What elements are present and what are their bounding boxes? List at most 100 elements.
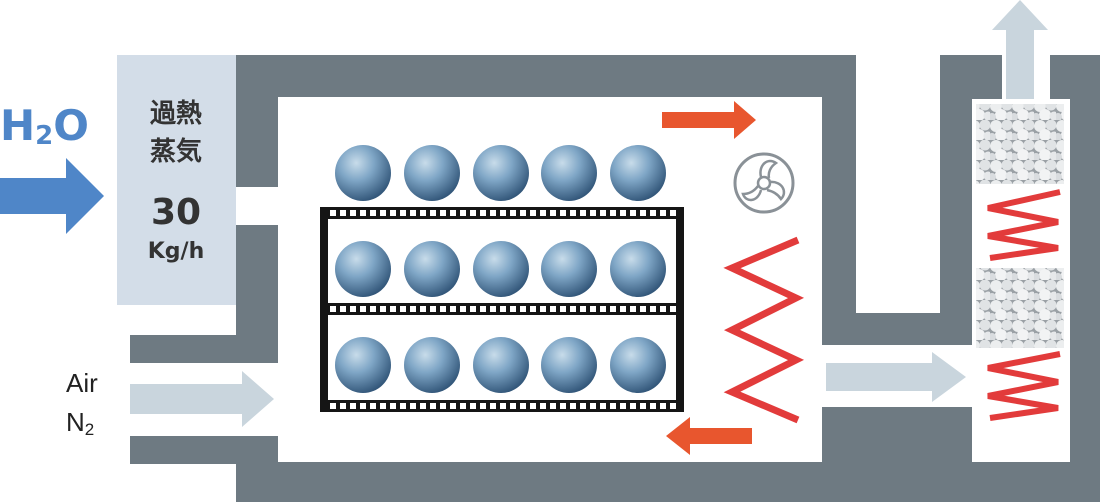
- tray-rail-slot: [440, 403, 446, 409]
- tray-rail-slot: [340, 210, 346, 216]
- tray-rail-slot: [350, 306, 356, 312]
- tray-rail-slot: [520, 210, 526, 216]
- workpiece-ball: [404, 145, 460, 201]
- tray-rail-slot: [440, 306, 446, 312]
- tray-rail-slot: [570, 210, 576, 216]
- tray-rail-slot: [550, 306, 556, 312]
- tray-rail-slot: [600, 210, 606, 216]
- tray-rail-slot: [530, 210, 536, 216]
- tray-rail-slot: [660, 306, 666, 312]
- workpiece-ball: [335, 337, 391, 393]
- tray-rail-slot: [510, 210, 516, 216]
- tray-rail-slot: [590, 403, 596, 409]
- tray-rail-slot: [600, 306, 606, 312]
- workpiece-ball: [541, 145, 597, 201]
- tray-rail-slot: [390, 306, 396, 312]
- tray-rail-slot: [470, 210, 476, 216]
- water-inlet-arrow: [0, 158, 104, 234]
- tray-rail-slot: [580, 306, 586, 312]
- tray-rail-slot: [460, 306, 466, 312]
- tray-rail-slot: [610, 306, 616, 312]
- chamber-walls: [130, 55, 1100, 502]
- workpiece-ball: [404, 241, 460, 297]
- tray-rail-slot: [400, 210, 406, 216]
- tray-rail-slot: [440, 210, 446, 216]
- tray-rail-slot: [480, 306, 486, 312]
- tray-rail-slot: [620, 306, 626, 312]
- tray-rail-slot: [400, 403, 406, 409]
- tray-rail-slot: [560, 403, 566, 409]
- tray-rail-slot: [620, 403, 626, 409]
- column-heater-lower: [987, 351, 1061, 421]
- tray-rail-slot: [590, 210, 596, 216]
- workpiece-ball: [473, 145, 529, 201]
- tray-rail-slot: [670, 306, 676, 312]
- tray-rail-slot: [450, 306, 456, 312]
- tray-rail-slot: [330, 210, 336, 216]
- steam-label-line2: 蒸気: [150, 136, 202, 167]
- tray-rail-slot: [530, 306, 536, 312]
- tray-rail-slot: [490, 403, 496, 409]
- pellet-bed-upper: [976, 104, 1064, 184]
- main-chamber-left-wall-upper: [236, 55, 278, 187]
- tray-rail-slot: [390, 210, 396, 216]
- tray-rail-slot: [540, 306, 546, 312]
- tray-rail-slot: [420, 403, 426, 409]
- circulation-arrow-left: [666, 417, 752, 455]
- tray-rail-slot: [520, 306, 526, 312]
- workpiece-ball: [404, 337, 460, 393]
- tray-rail-slot: [570, 403, 576, 409]
- gas-duct-top-wall: [130, 335, 278, 363]
- workpiece-ball: [473, 241, 529, 297]
- gas-inlet-arrow: [130, 371, 274, 427]
- workpiece-ball: [610, 145, 666, 201]
- tray-rail-slot: [430, 210, 436, 216]
- tray-rail-slot: [580, 210, 586, 216]
- tray-rail-slot: [460, 403, 466, 409]
- water-label: H2O: [0, 101, 89, 151]
- tray-rail-slot: [380, 403, 386, 409]
- tray-rail-slot: [450, 403, 456, 409]
- workpiece-ball: [473, 337, 529, 393]
- pellet-bed-lower: [976, 268, 1064, 348]
- gas-label-air: Air: [66, 368, 98, 398]
- tray-rail-slot: [350, 403, 356, 409]
- tray-rail-slot: [550, 403, 556, 409]
- steam-rate-value: 30: [151, 192, 201, 233]
- tray-rail-slot: [370, 210, 376, 216]
- tray-rail-slot: [610, 210, 616, 216]
- tray-rail-slot: [420, 210, 426, 216]
- tray-rail-slot: [470, 403, 476, 409]
- tray-rail-slot: [540, 403, 546, 409]
- tray-rail-slot: [360, 210, 366, 216]
- tray-rail-slot: [640, 210, 646, 216]
- workpiece-ball: [335, 241, 391, 297]
- tray-rail-slot: [670, 403, 676, 409]
- tray-rail-slot: [650, 403, 656, 409]
- tray-rail-slot: [480, 210, 486, 216]
- tray-rail-slot: [420, 306, 426, 312]
- tray-rail-slot: [630, 210, 636, 216]
- tray-rail-slot: [560, 306, 566, 312]
- tray-rail-slot: [360, 403, 366, 409]
- tray-rail-slot: [640, 306, 646, 312]
- column-left-wall-upper: [940, 55, 972, 345]
- steam-rate-unit: Kg/h: [148, 239, 205, 264]
- main-chamber-right-wall: [822, 55, 856, 345]
- tray-rail-slot: [500, 403, 506, 409]
- tray-rail-slot: [640, 403, 646, 409]
- tray-rail-slot: [530, 403, 536, 409]
- tray-rail-slot: [330, 403, 336, 409]
- steam-box: [117, 55, 236, 305]
- tray-rail-slot: [380, 210, 386, 216]
- tray-rail-slot: [370, 306, 376, 312]
- tray-rail-slot: [630, 403, 636, 409]
- gas-label-n2: N2: [66, 407, 94, 439]
- column-heater-upper: [987, 189, 1061, 261]
- workpiece-ball: [610, 337, 666, 393]
- tray-rail-slot: [500, 210, 506, 216]
- tray-rail-slot: [370, 403, 376, 409]
- tray-rail-slot: [610, 403, 616, 409]
- workpiece-ball: [335, 145, 391, 201]
- tray-rail-slot: [360, 306, 366, 312]
